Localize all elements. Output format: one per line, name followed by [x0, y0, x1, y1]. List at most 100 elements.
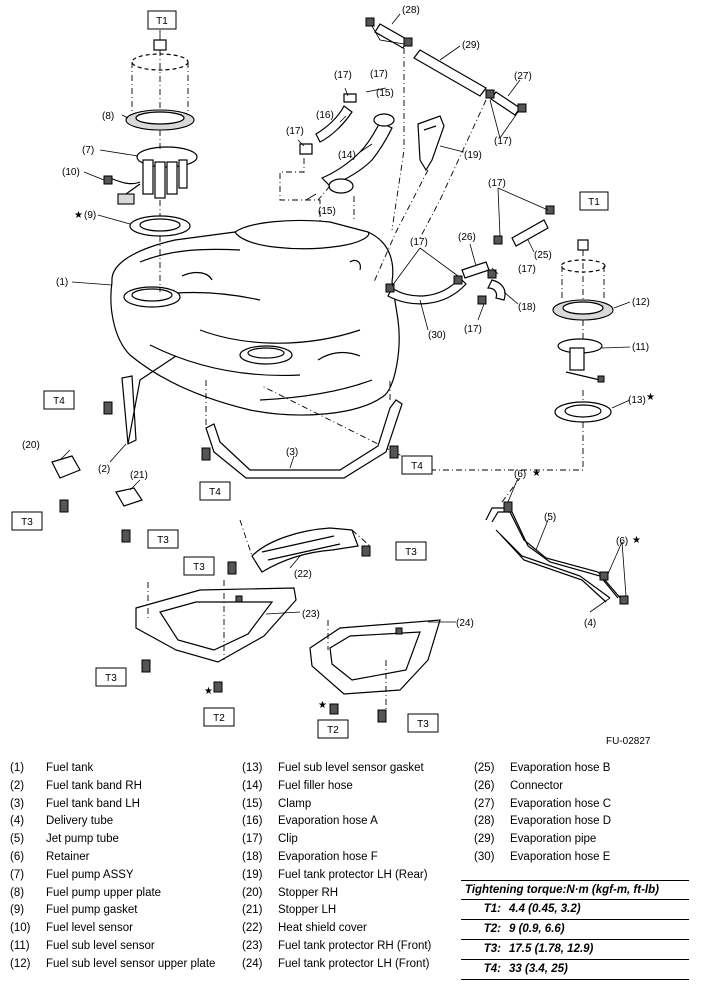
legend-item-number: (27)	[474, 797, 495, 810]
torque-row: T2:9 (0.9, 6.6)	[461, 920, 689, 940]
legend-item-name: Retainer	[46, 850, 90, 863]
legend-item-name: Evaporation hose D	[510, 815, 612, 828]
legend-item-number: (28)	[474, 815, 495, 828]
legend-item-name: Fuel pump gasket	[46, 904, 138, 917]
legend-item: (19)Fuel tank protector LH (Rear)	[242, 867, 431, 885]
torque-value: 33 (3.4, 25)	[509, 963, 568, 975]
legend-item: (15)Clamp	[242, 796, 431, 814]
tightening-torque-table: Tightening torque:N·m (kgf-m, ft-lb) T1:…	[461, 880, 689, 980]
callout-17d: (17)	[494, 136, 512, 147]
torque-label-t1-top: T1	[147, 10, 177, 30]
callout-8: (8)	[102, 111, 114, 122]
callout-6a: (6)	[514, 469, 526, 480]
legend-item-number: (4)	[10, 815, 25, 828]
torque-row: T3:17.5 (1.78, 12.9)	[461, 940, 689, 960]
svg-text:T3: T3	[405, 547, 417, 558]
legend-item-number: (26)	[474, 779, 495, 792]
callout-22: (22)	[294, 569, 312, 580]
figure-id: FU-02827	[606, 736, 651, 747]
bolts	[59, 401, 399, 723]
torque-label-t3-f: T3	[407, 713, 439, 733]
legend-item: (22)Heat shield cover	[242, 920, 431, 938]
legend-item-name: Jet pump tube	[46, 833, 119, 846]
fuel-pump-upper-plate	[125, 39, 195, 131]
callout-17b: (17)	[286, 126, 304, 137]
legend-item: (6) Retainer	[10, 849, 215, 867]
callout-23: (23)	[302, 609, 320, 620]
star-icon: ★	[632, 535, 641, 546]
callout-2: (2)	[98, 464, 110, 475]
legend-item: (24) Fuel tank protector LH (Front)	[242, 956, 431, 974]
legend-item-number: (21)	[242, 904, 263, 917]
legend-item-name: Clip	[278, 833, 298, 846]
callout-1: (1)	[56, 277, 68, 288]
legend-item-number: (25)	[474, 762, 495, 774]
legend-item-name: Fuel sub level sensor upper plate	[46, 957, 216, 970]
fuel-pump-gasket	[129, 215, 191, 237]
legend-item-number: (1)	[10, 762, 25, 774]
callout-17c: (17)	[370, 69, 388, 80]
callout-7: (7)	[82, 145, 94, 156]
callout-17a: (17)	[334, 70, 352, 81]
legend-item-number: (29)	[474, 833, 495, 846]
legend-item: (8)Fuel pump upper plate	[10, 885, 215, 903]
legend-item-number: (24)	[242, 957, 263, 970]
legend-item-name: Fuel level sensor	[46, 922, 133, 935]
legend-item-name: Fuel filler hose	[278, 779, 353, 792]
callout-27: (27)	[514, 71, 532, 82]
legend-item: (28) Evaporation hose D	[474, 813, 611, 831]
callout-9: (9)	[84, 210, 96, 221]
legend-item-name: Fuel tank band RH	[46, 779, 142, 792]
legend-item: (20)Stopper RH	[242, 885, 431, 903]
legend-item-name: Fuel tank protector LH (Rear)	[278, 868, 428, 881]
legend-item-number: (9)	[10, 904, 25, 917]
evaporation-hose-a	[315, 105, 353, 143]
legend-item-name: Fuel tank protector RH (Front)	[278, 939, 432, 952]
callout-13: (13)	[628, 395, 646, 406]
legend-item: (12)Fuel sub level sensor upper plate	[10, 956, 215, 974]
legend-item: (18)Evaporation hose F	[242, 849, 431, 867]
stopper-rh	[51, 455, 81, 479]
svg-text:T2: T2	[327, 725, 339, 736]
callout-5: (5)	[544, 512, 556, 523]
fuel-pump-assy	[103, 146, 198, 199]
svg-text:T4: T4	[411, 461, 423, 472]
legend-item-number: (2)	[10, 779, 25, 792]
legend-item-number: (8)	[10, 886, 25, 899]
evaporation-hose-f	[487, 279, 506, 301]
svg-text:T3: T3	[21, 517, 33, 528]
torque-label-t4-left: T4	[43, 390, 75, 410]
torque-table-title: Tightening torque:N·m (kgf-m, ft-lb)	[461, 880, 689, 900]
torque-label-t1-right: T1	[579, 191, 609, 211]
evaporation-pipe	[374, 23, 521, 116]
callout-17g: (17)	[518, 264, 536, 275]
legend-item: (11)Fuel sub level sensor	[10, 938, 215, 956]
legend-item: (14)Fuel filler hose	[242, 778, 431, 796]
legend-item-number: (6)	[10, 850, 25, 863]
legend-item: (9) Fuel pump gasket	[10, 902, 215, 920]
legend-item: (2) Fuel tank band RH	[10, 778, 215, 796]
fuel-tank-exploded-diagram: .p { fill: none; stroke: #000; stroke-wi…	[11, 5, 655, 739]
svg-text:T3: T3	[105, 673, 117, 684]
fuel-sub-level-sensor-upper-plate	[552, 239, 614, 321]
legend-item-name: Evaporation hose A	[278, 815, 378, 828]
callout-6b: (6)	[616, 536, 628, 547]
star-icon: ★	[74, 210, 83, 221]
legend-item-name: Clamp	[278, 797, 312, 810]
callout-17e: (17)	[488, 178, 506, 189]
star-markers: ★ ★ ★ ★ ★ ★	[74, 210, 655, 711]
svg-text:T2: T2	[213, 713, 225, 724]
stopper-lh	[115, 487, 143, 507]
callout-15a: (15)	[376, 88, 394, 99]
torque-label-t3-c: T3	[183, 556, 215, 576]
legend-item-name: Fuel tank protector LH (Front)	[278, 957, 430, 970]
callout-19: (19)	[464, 150, 482, 161]
callout-15b: (15)	[318, 206, 336, 217]
torque-label-t3-d: T3	[395, 541, 427, 561]
legend-item-number: (23)	[242, 939, 263, 952]
callout-16: (16)	[316, 110, 334, 121]
fuel-tank-protector-rh-front	[135, 587, 297, 663]
legend-item-name: Stopper RH	[278, 886, 339, 899]
torque-label-t4-mid: T4	[199, 481, 231, 501]
svg-text:T1: T1	[156, 16, 168, 27]
